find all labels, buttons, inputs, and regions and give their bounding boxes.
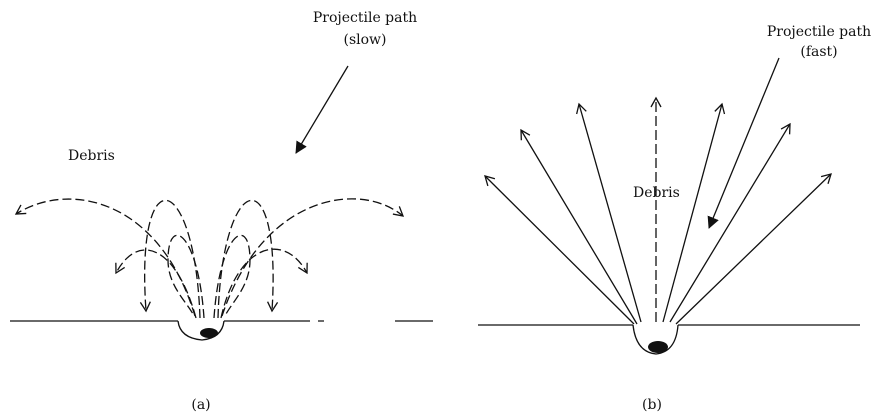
projectile-path-arrow-slow (296, 66, 348, 153)
caption-b: (b) (642, 397, 662, 413)
projectile-path-label-b-line2: (fast) (800, 44, 837, 60)
debris-label-b: Debris (633, 185, 680, 201)
caption-a: (a) (191, 397, 210, 413)
projectile-path-label-a-line2: (slow) (344, 32, 387, 48)
debris-rays-b (485, 98, 831, 324)
debris-arc-small-left (116, 250, 196, 318)
debris-label-a: Debris (68, 148, 115, 164)
debris-trajectories-a (16, 199, 403, 318)
projectile-path-label-a-line1: Projectile path (313, 10, 417, 26)
panel-a: Projectile path (slow) Debris (a) (10, 10, 433, 413)
debris-ray-2 (521, 130, 637, 324)
projectile-a (200, 328, 218, 338)
debris-arc-small-right (221, 249, 307, 318)
debris-arc-far-left (16, 199, 195, 316)
debris-ray-1 (485, 176, 634, 324)
debris-loop-left (145, 200, 200, 318)
projectile-b (648, 341, 668, 353)
debris-ray-3 (579, 104, 641, 322)
debris-ray-7 (676, 174, 831, 324)
projectile-path-arrow-fast (709, 58, 779, 228)
debris-loop-inner-left (168, 235, 204, 318)
projectile-path-label-b-line1: Projectile path (767, 24, 871, 40)
debris-ray-5 (663, 104, 722, 322)
panel-b: Projectile path (fast) Debris (b) (478, 24, 871, 413)
debris-loop-inner-right (214, 235, 250, 318)
debris-arc-far-right (222, 199, 403, 316)
crater-a (178, 321, 224, 340)
debris-ray-6 (670, 124, 790, 322)
